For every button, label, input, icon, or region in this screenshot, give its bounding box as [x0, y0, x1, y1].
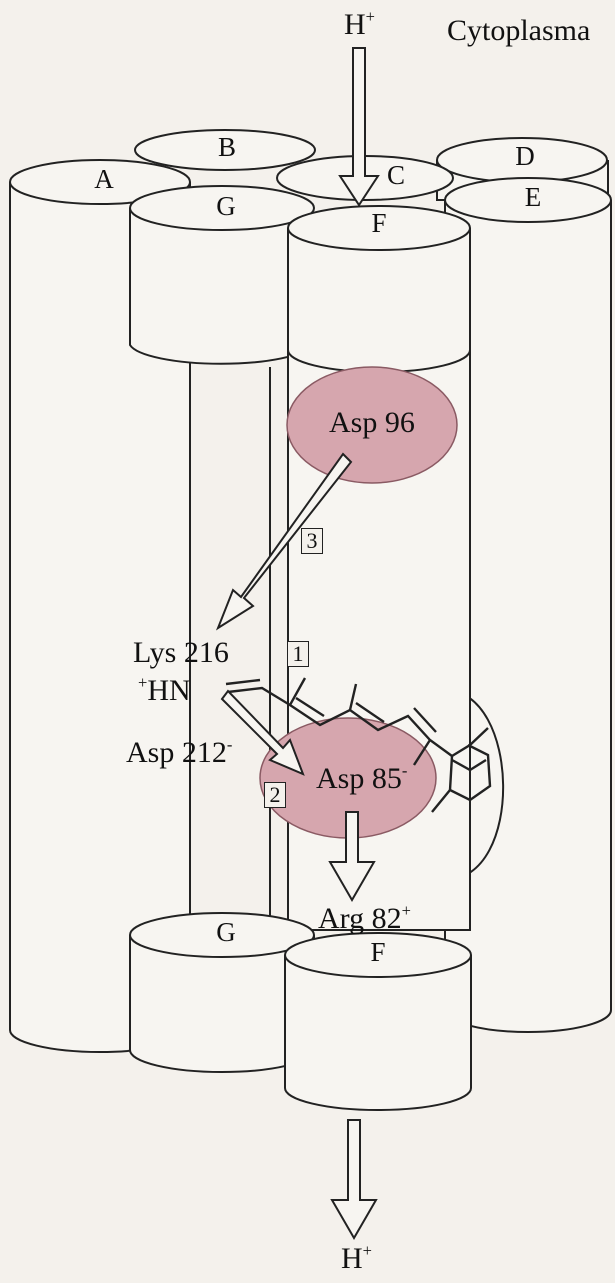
hn-label: +HN: [138, 672, 191, 707]
helix-a: [9, 159, 191, 1053]
arg82-label: Arg 82+: [318, 900, 411, 935]
asp96-label: Asp 96: [329, 406, 415, 439]
helix-label-f-bottom: F: [370, 937, 386, 967]
asp85-to-arg82-arrow: [328, 811, 376, 902]
asp96-highlight: [286, 366, 458, 484]
helix-label-g-bottom: G: [216, 917, 236, 947]
helix-b: [134, 129, 316, 171]
helix-f-bottom: [284, 932, 472, 1111]
step3-box: 3: [301, 528, 323, 554]
asp212-label: Asp 212-: [126, 734, 233, 769]
proton-in-arrow: [338, 47, 380, 207]
helix-label-f: F: [371, 208, 387, 238]
proton-in-label: H+: [344, 6, 375, 41]
step2-box: 2: [264, 782, 286, 808]
compartment-label: Cytoplasma: [447, 14, 591, 47]
helix-g-upper: [129, 185, 315, 365]
helix-label-c: C: [386, 160, 406, 190]
helix-g-column: [189, 367, 271, 930]
lys216-label: Lys 216: [133, 636, 229, 669]
step3-arrow: [215, 452, 353, 631]
proton-out-arrow: [330, 1119, 378, 1240]
helix-label-d: D: [515, 141, 535, 171]
step1-box: 1: [287, 641, 309, 667]
helix-label-e: E: [524, 182, 542, 212]
helix-label-g: G: [216, 191, 236, 221]
asp85-label: Asp 85-: [316, 760, 408, 795]
step2-arrow: [220, 689, 305, 776]
proton-out-label: H+: [341, 1240, 372, 1275]
helix-label-b: B: [217, 132, 237, 162]
helix-g-bottom: [129, 912, 315, 1073]
helix-label-a: A: [94, 164, 114, 194]
retinal-chain: [225, 677, 492, 813]
helix-e-top: [444, 177, 612, 223]
